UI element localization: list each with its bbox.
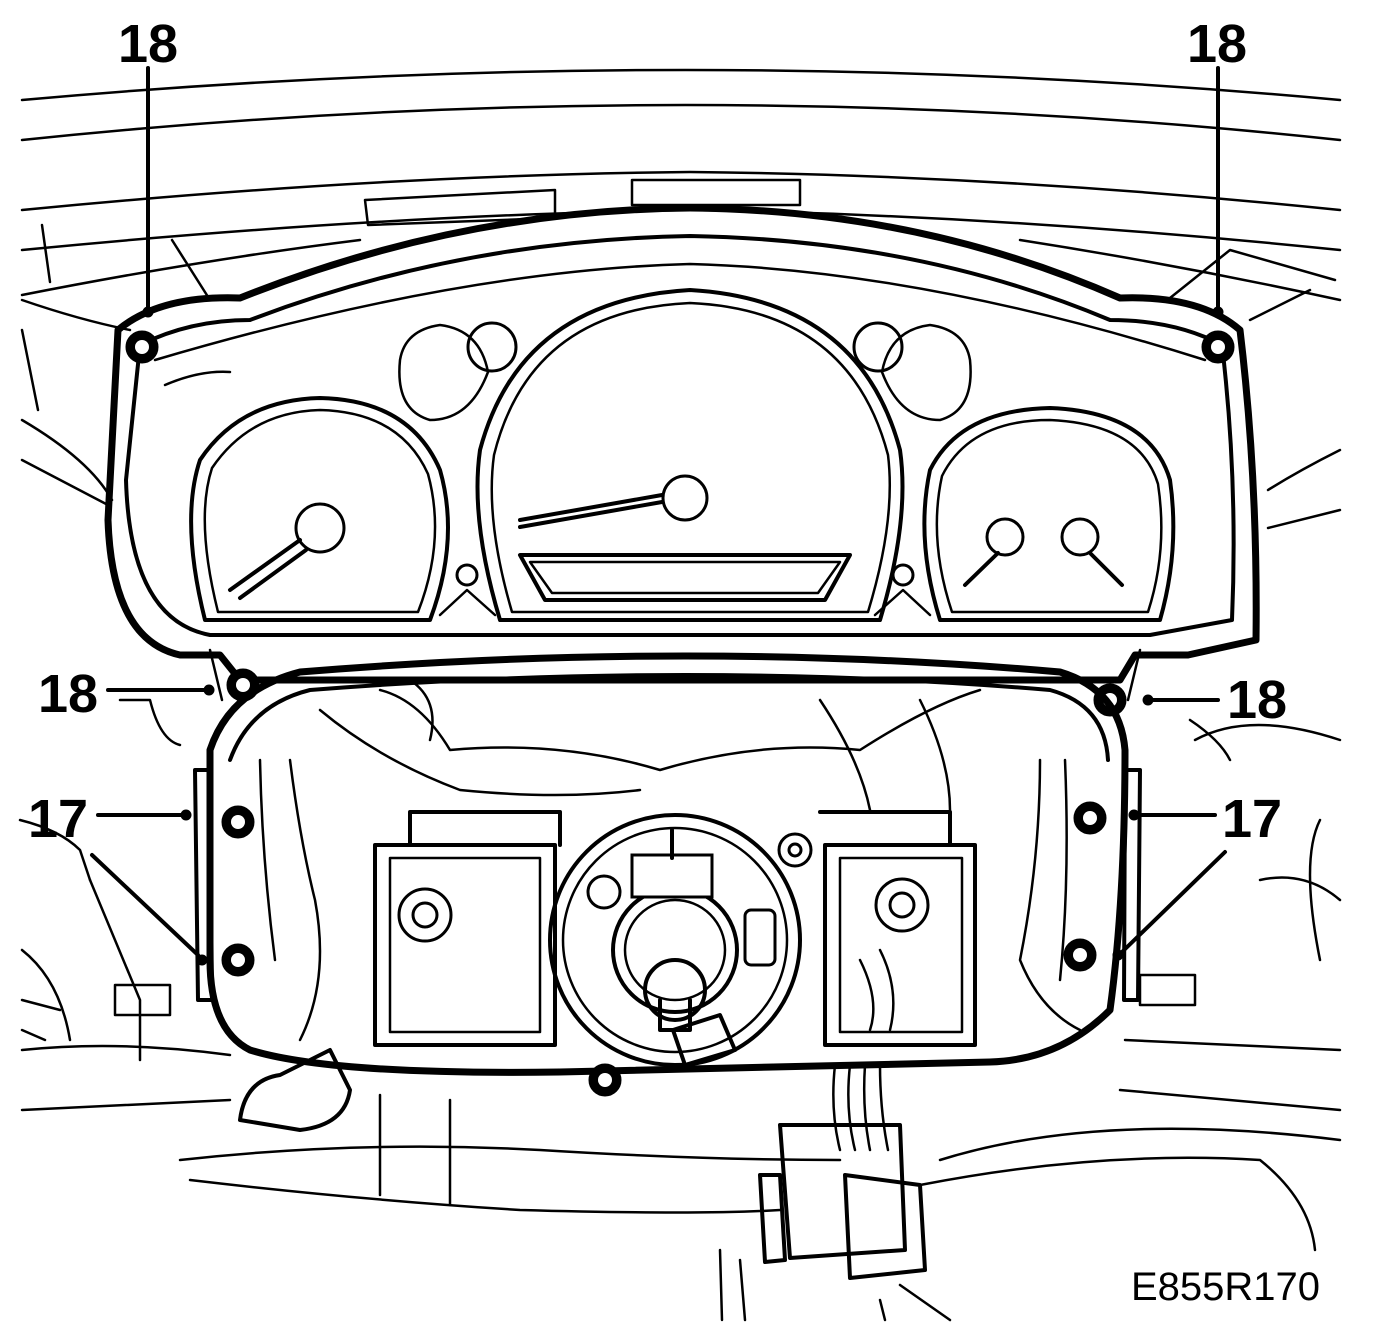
dashboard-top-lines [20,68,1342,530]
callout-17-lower-left: 17 [28,789,88,849]
center-gauge [398,288,972,622]
ignition-assembly [548,813,802,1067]
callout-18-top-right: 18 [1187,14,1247,74]
switch-module [373,810,977,1047]
cluster-housing [104,204,1260,684]
wiring-harness [718,1063,952,1322]
callout-18-mid-right: 18 [1227,670,1287,730]
left-gauge [189,396,497,622]
figure-id: E855R170 [1131,1265,1320,1309]
right-gauge [922,406,1176,622]
callout-leaders [90,66,1227,966]
lower-dash [18,723,1342,1252]
side-brackets [118,648,1232,1002]
cover-screws [221,801,1107,1097]
callout-17-lower-right: 17 [1222,789,1282,849]
callout-18-mid-left: 18 [38,664,98,724]
callout-18-top-left: 18 [118,14,178,74]
